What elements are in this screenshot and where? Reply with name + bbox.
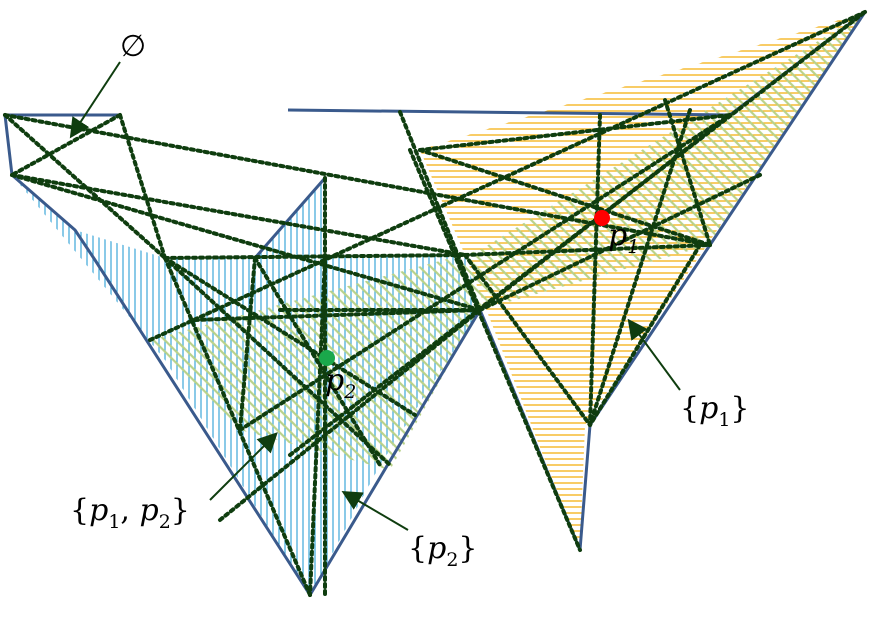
p1-region-label: {p1} bbox=[680, 391, 750, 431]
empty-set-arrow bbox=[69, 61, 121, 139]
p1p2-region-label: {p1, p2} bbox=[70, 493, 190, 533]
p2-region-arrow bbox=[341, 490, 409, 531]
visibility-lines bbox=[3, 10, 867, 597]
p2-region-label: {p2} bbox=[408, 531, 478, 571]
p2-label: p2 bbox=[325, 363, 356, 403]
p2-point bbox=[319, 350, 335, 366]
p1-label: p1 bbox=[608, 218, 639, 258]
common-visibility-region bbox=[150, 12, 865, 470]
empty-set-label: ∅ bbox=[120, 29, 146, 64]
p1-region-arrow bbox=[627, 318, 681, 391]
p1-point bbox=[594, 210, 610, 226]
p1p2-region-arrow bbox=[209, 432, 278, 501]
upper-spike-outline bbox=[253, 177, 327, 259]
